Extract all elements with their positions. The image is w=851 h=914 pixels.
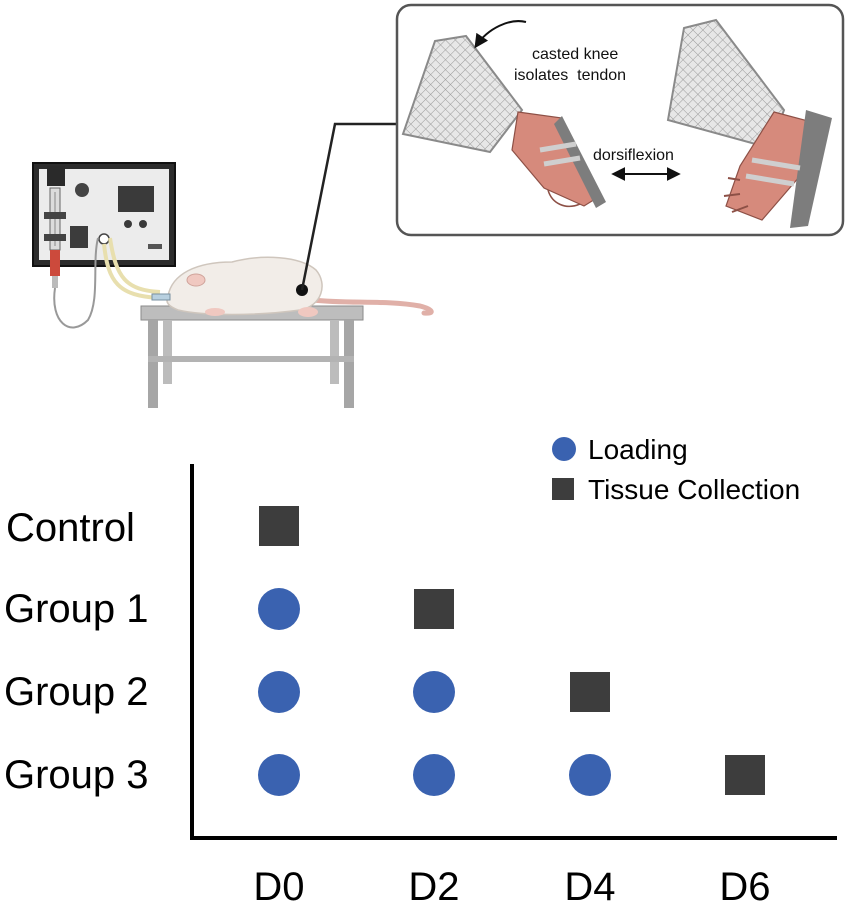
legend-loading-marker bbox=[552, 437, 576, 461]
inset-panel: casted knee isolates tendon dorsiflexion bbox=[395, 3, 845, 237]
callout-line bbox=[300, 122, 397, 291]
callout-text-line-2: isolates tendon bbox=[514, 67, 626, 84]
event-markers bbox=[258, 506, 765, 796]
col-label-d4: D4 bbox=[564, 865, 615, 909]
row-label-group-3: Group 3 bbox=[4, 753, 149, 797]
table-icon bbox=[140, 305, 364, 408]
loading-marker-group-1-d0 bbox=[258, 588, 300, 630]
row-label-group-1: Group 1 bbox=[4, 587, 149, 631]
timeline-chart: Control Group 1 Group 2 Group 3 D0 D2 D4… bbox=[4, 434, 837, 909]
callout-text-line-1: casted knee bbox=[532, 46, 618, 63]
anesthesia-machine-icon bbox=[32, 162, 176, 329]
legend: Loading Tissue Collection bbox=[552, 434, 800, 505]
legend-tissue-collection-marker bbox=[552, 478, 574, 500]
motion-label: dorsiflexion bbox=[593, 147, 674, 164]
loading-marker-group-2-d0 bbox=[258, 671, 300, 713]
tissue-collection-marker-control-d0 bbox=[259, 506, 299, 546]
row-label-group-2: Group 2 bbox=[4, 670, 149, 714]
tissue-collection-marker-group-2-d4 bbox=[570, 672, 610, 712]
dorsiflexed-leg-icon bbox=[666, 18, 832, 228]
legend-loading-label: Loading bbox=[588, 434, 688, 465]
tissue-collection-marker-group-3-d6 bbox=[725, 755, 765, 795]
col-label-d6: D6 bbox=[719, 865, 770, 909]
rat-icon bbox=[151, 256, 434, 317]
loading-marker-group-3-d4 bbox=[569, 754, 611, 796]
tissue-collection-marker-group-1-d2 bbox=[414, 589, 454, 629]
loading-marker-group-3-d2 bbox=[413, 754, 455, 796]
legend-tissue-collection-label: Tissue Collection bbox=[588, 474, 800, 505]
col-label-d2: D2 bbox=[408, 865, 459, 909]
loading-marker-group-2-d2 bbox=[413, 671, 455, 713]
col-label-d0: D0 bbox=[253, 865, 304, 909]
row-label-control: Control bbox=[6, 506, 135, 550]
casted-leg-icon bbox=[401, 34, 606, 208]
curved-arrow-icon bbox=[474, 20, 527, 49]
loading-marker-group-3-d0 bbox=[258, 754, 300, 796]
